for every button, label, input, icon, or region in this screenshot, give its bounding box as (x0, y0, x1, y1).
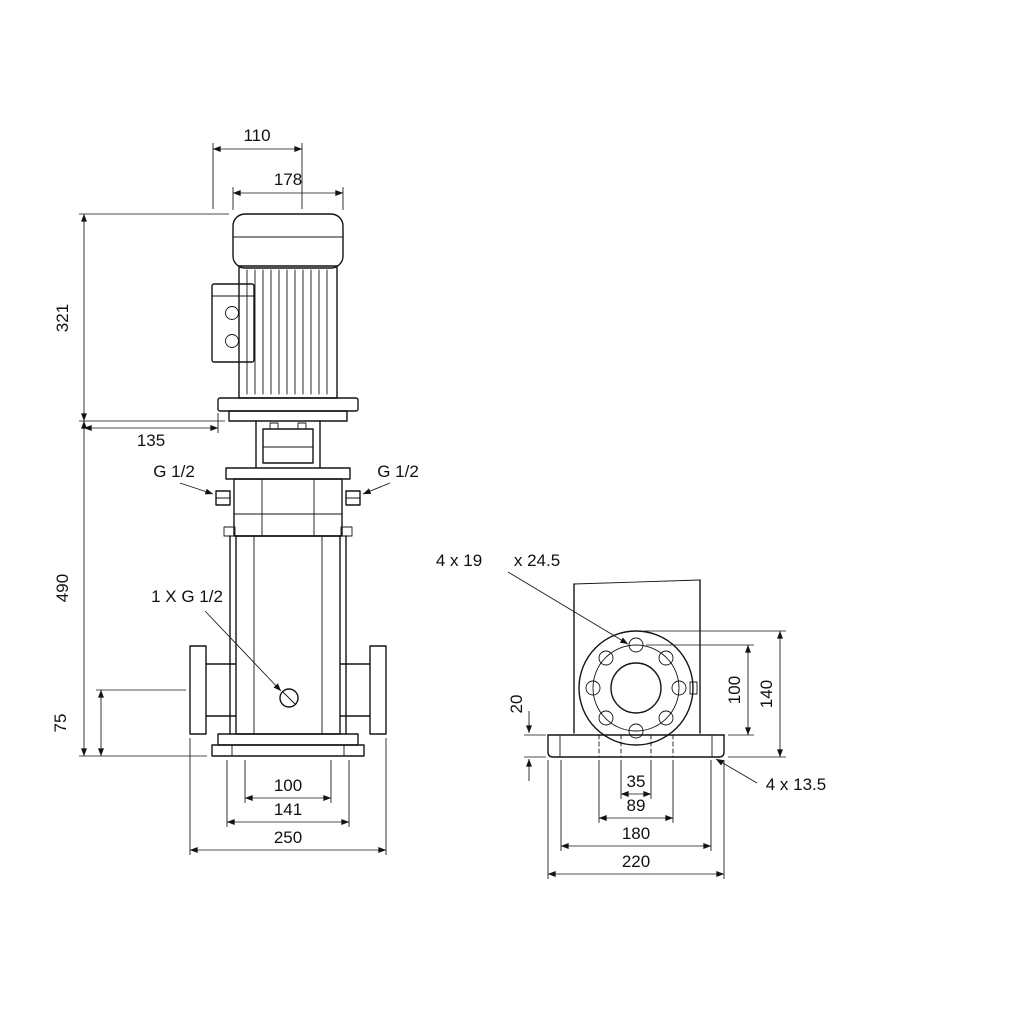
staybolt-nut (223, 526, 236, 537)
base-foot (211, 744, 365, 757)
front-view-drain (279, 688, 299, 708)
side-view-base (547, 734, 725, 758)
dim-140-label: 140 (757, 680, 776, 708)
flange-holes-label: 4 x 19 (436, 551, 482, 570)
drain-label: 1 X G 1/2 (151, 587, 223, 606)
bolt-hole (628, 723, 644, 739)
discharge-flange (369, 645, 387, 735)
bolt-hole (585, 680, 601, 696)
base-holes-label: 4 x 13.5 (766, 775, 827, 794)
terminal-box (211, 283, 255, 363)
bolt-hole (598, 650, 614, 666)
plug-right-label: G 1/2 (377, 462, 419, 481)
counterbore-label: x 24.5 (514, 551, 560, 570)
bolt-hole (598, 710, 614, 726)
front-view-drive-lantern (217, 397, 359, 469)
front-view-pump-head (215, 467, 361, 537)
dim-135-label: 135 (137, 431, 165, 450)
dim-35-label: 35 (627, 772, 646, 791)
pump-head (233, 478, 343, 537)
dim-490-label: 490 (53, 574, 72, 602)
dim-20-label: 20 (507, 695, 526, 714)
dim-250-label: 250 (274, 828, 302, 847)
drain-plug (279, 688, 299, 708)
stack-shell (235, 535, 341, 735)
dim-180-label: 180 (622, 824, 650, 843)
side-view-flange (578, 630, 698, 746)
front-view-chamber-stack (223, 526, 353, 735)
motor-flange (217, 397, 359, 412)
bolt-hole (671, 680, 687, 696)
dim-75-label: 75 (51, 714, 70, 733)
dim-89-label: 89 (627, 796, 646, 815)
plug-left-label: G 1/2 (153, 462, 195, 481)
dim-220-label: 220 (622, 852, 650, 871)
side-view-column (573, 579, 701, 734)
bore-circle (610, 662, 662, 714)
flange-outer-circle (578, 630, 694, 746)
staybolt-nut (340, 526, 353, 537)
lantern-flange (228, 410, 348, 422)
head-top-plate (225, 467, 351, 480)
dim-100-front-label: 100 (274, 776, 302, 795)
motor-fan-cover (232, 213, 344, 269)
bolt-hole (628, 637, 644, 653)
side-view-dimensions: 4 x 19 x 24.5 100 140 20 4 x 13.5 35 89 … (436, 551, 826, 879)
base-upper (217, 733, 359, 746)
front-view-base (211, 733, 365, 757)
front-view-ports (189, 645, 387, 735)
cable-entry-hole (225, 306, 239, 320)
bolt-hole (658, 650, 674, 666)
coupling (262, 428, 314, 464)
bolt-circle (592, 644, 680, 732)
suction-flange (189, 645, 207, 735)
front-view-motor (211, 213, 344, 399)
flange-tab (689, 681, 698, 695)
base-plate-side (547, 734, 725, 758)
base-slot-hidden-lines (598, 734, 674, 758)
dim-321-label: 321 (53, 304, 72, 332)
dim-178-label: 178 (274, 170, 302, 189)
dim-141-label: 141 (274, 800, 302, 819)
dim-100-side-label: 100 (725, 676, 744, 704)
bolt-hole (658, 710, 674, 726)
front-view-dimensions: 110 178 321 135 490 75 G 1/2 G 1/2 1 X G… (51, 126, 419, 855)
motor-fins (246, 269, 328, 395)
cable-entry-hole (225, 334, 239, 348)
dim-110-label: 110 (243, 126, 270, 145)
